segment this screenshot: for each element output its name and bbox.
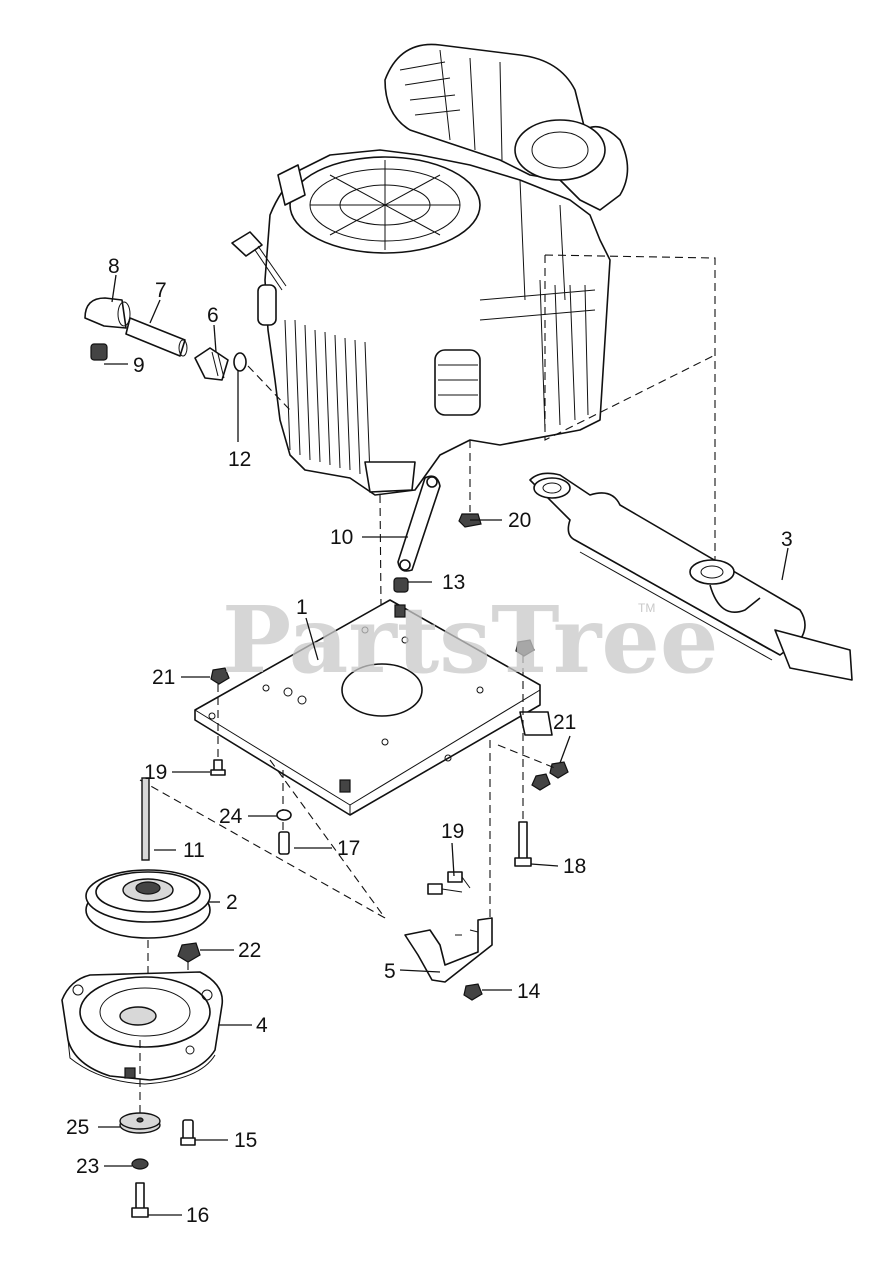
callout-20: 20 bbox=[508, 509, 531, 532]
callout-23: 23 bbox=[76, 1155, 99, 1178]
callout-14: 14 bbox=[517, 980, 541, 1003]
callout-19-right: 19 bbox=[441, 820, 464, 843]
mounting-plate-illustration bbox=[139, 599, 553, 920]
callout-6: 6 bbox=[207, 304, 219, 327]
muffler-illustration bbox=[529, 254, 853, 681]
plate-fasteners bbox=[210, 639, 569, 867]
callout-25: 25 bbox=[66, 1116, 89, 1139]
callout-13: 13 bbox=[442, 571, 465, 594]
callout-10: 10 bbox=[330, 526, 353, 549]
callout-15: 15 bbox=[234, 1129, 257, 1152]
callout-22: 22 bbox=[238, 939, 261, 962]
engine-illustration bbox=[231, 43, 629, 496]
callout-1: 1 bbox=[296, 596, 308, 619]
callout-3: 3 bbox=[781, 528, 793, 551]
callout-18: 18 bbox=[563, 855, 586, 878]
callout-16: 16 bbox=[186, 1204, 209, 1227]
callout-21-right: 21 bbox=[553, 711, 576, 734]
oil-drain-assembly bbox=[84, 297, 291, 411]
callout-12: 12 bbox=[228, 448, 251, 471]
callout-11: 11 bbox=[183, 839, 205, 862]
callout-8: 8 bbox=[108, 255, 120, 278]
callout-19-left: 19 bbox=[144, 761, 167, 784]
callout-17: 17 bbox=[337, 837, 360, 860]
callout-4: 4 bbox=[256, 1014, 268, 1037]
callout-labels: 8 7 9 6 12 10 13 20 3 1 21 21 19 24 17 1… bbox=[66, 255, 793, 1227]
callout-2: 2 bbox=[226, 891, 238, 914]
callout-5: 5 bbox=[384, 960, 396, 983]
watermark-text: PartsTree bbox=[222, 586, 718, 694]
callout-7: 7 bbox=[155, 279, 167, 302]
watermark-tm: TM bbox=[638, 601, 655, 615]
clutch-pulley-illustration bbox=[61, 777, 224, 1218]
bracket-illustration bbox=[404, 871, 493, 1001]
callout-24: 24 bbox=[219, 805, 243, 828]
callout-21-left: 21 bbox=[152, 666, 175, 689]
callout-9: 9 bbox=[133, 354, 145, 377]
leader-lines bbox=[98, 274, 789, 1216]
watermark: PartsTree TM bbox=[222, 586, 718, 694]
